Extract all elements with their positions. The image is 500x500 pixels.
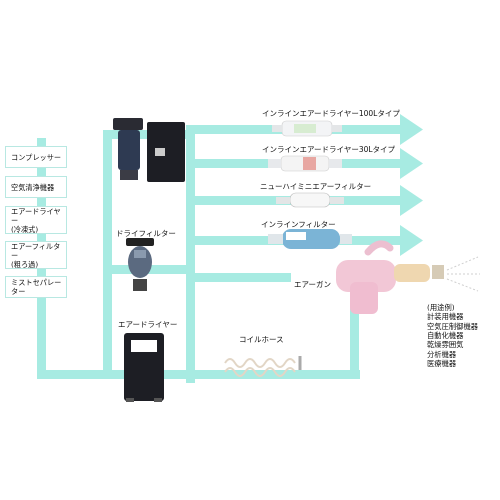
output-label-inline-filter: インラインフィルター — [261, 220, 336, 229]
coil-hose-icon — [224, 356, 302, 377]
arrow-head-1 — [400, 114, 423, 145]
air-gun-icon — [336, 240, 444, 314]
coil-hose-label: コイルホース — [239, 335, 284, 344]
uses-item: 自動化機器 — [427, 330, 464, 340]
dry-filter-icon — [126, 238, 154, 291]
source-refrigerated-dryer-sublabel: (冷凍式) — [11, 224, 39, 234]
source-compressor: コンプレッサー — [5, 146, 67, 168]
spray-lines — [446, 256, 480, 292]
inline-dryer-100l-icon — [272, 120, 342, 137]
output-arrows — [400, 114, 423, 256]
uses-heading: (用途例) — [427, 303, 455, 312]
uses-item: 分析機器 — [427, 349, 457, 359]
dry-filter-label: ドライフィルター — [116, 229, 176, 238]
arrow-head-4 — [400, 225, 423, 256]
output-label-inline-dryer-30l: インラインエアードライヤー30Lタイプ — [262, 145, 396, 154]
source-coarse-filter-sublabel: (粗ろ過) — [11, 259, 39, 269]
source-coarse-filter: エアーフィルター (粗ろ過) — [5, 241, 67, 269]
source-compressor-label: コンプレッサー — [11, 152, 62, 162]
source-coarse-filter-label: エアーフィルター — [11, 241, 61, 260]
desiccant-dryer-icon — [124, 333, 164, 402]
source-mist-separator: ミストセパレーター — [5, 276, 67, 298]
source-air-purifier-label: 空気清浄機器 — [11, 182, 55, 192]
inline-dryer-30l-icon — [268, 155, 342, 172]
uses-item: 計装用機器 — [427, 312, 464, 322]
source-refrigerated-dryer: エアードライヤー (冷凍式) — [5, 206, 67, 234]
uses-item: 医療機器 — [427, 358, 457, 368]
source-refrigerated-dryer-label: エアードライヤー — [11, 206, 61, 225]
arrow-head-2 — [400, 148, 423, 179]
source-mist-separator-label: ミストセパレーター — [11, 278, 62, 296]
air-dryer-label: エアードライヤー — [118, 320, 178, 329]
main-dryer-unit — [113, 118, 185, 182]
uses-item: 乾燥雰囲気 — [427, 340, 464, 350]
air-gun-label: エアーガン — [294, 280, 332, 289]
pipe-network — [37, 125, 401, 383]
output-label-mini-air-filter: ニューハイミニエアーフィルター — [260, 182, 372, 191]
output-label-inline-dryer-100l: インラインエアードライヤー100Lタイプ — [262, 109, 400, 118]
mini-air-filter-icon — [276, 192, 344, 208]
uses-item: 空気圧制御機器 — [427, 321, 479, 331]
source-air-purifier: 空気清浄機器 — [5, 176, 67, 198]
uses-list: (用途例) 計装用機器 空気圧制御機器 自動化機器 乾燥雰囲気 分析機器 医療機… — [427, 303, 478, 368]
inline-filter-icon — [268, 229, 352, 249]
arrow-head-3 — [400, 185, 423, 216]
